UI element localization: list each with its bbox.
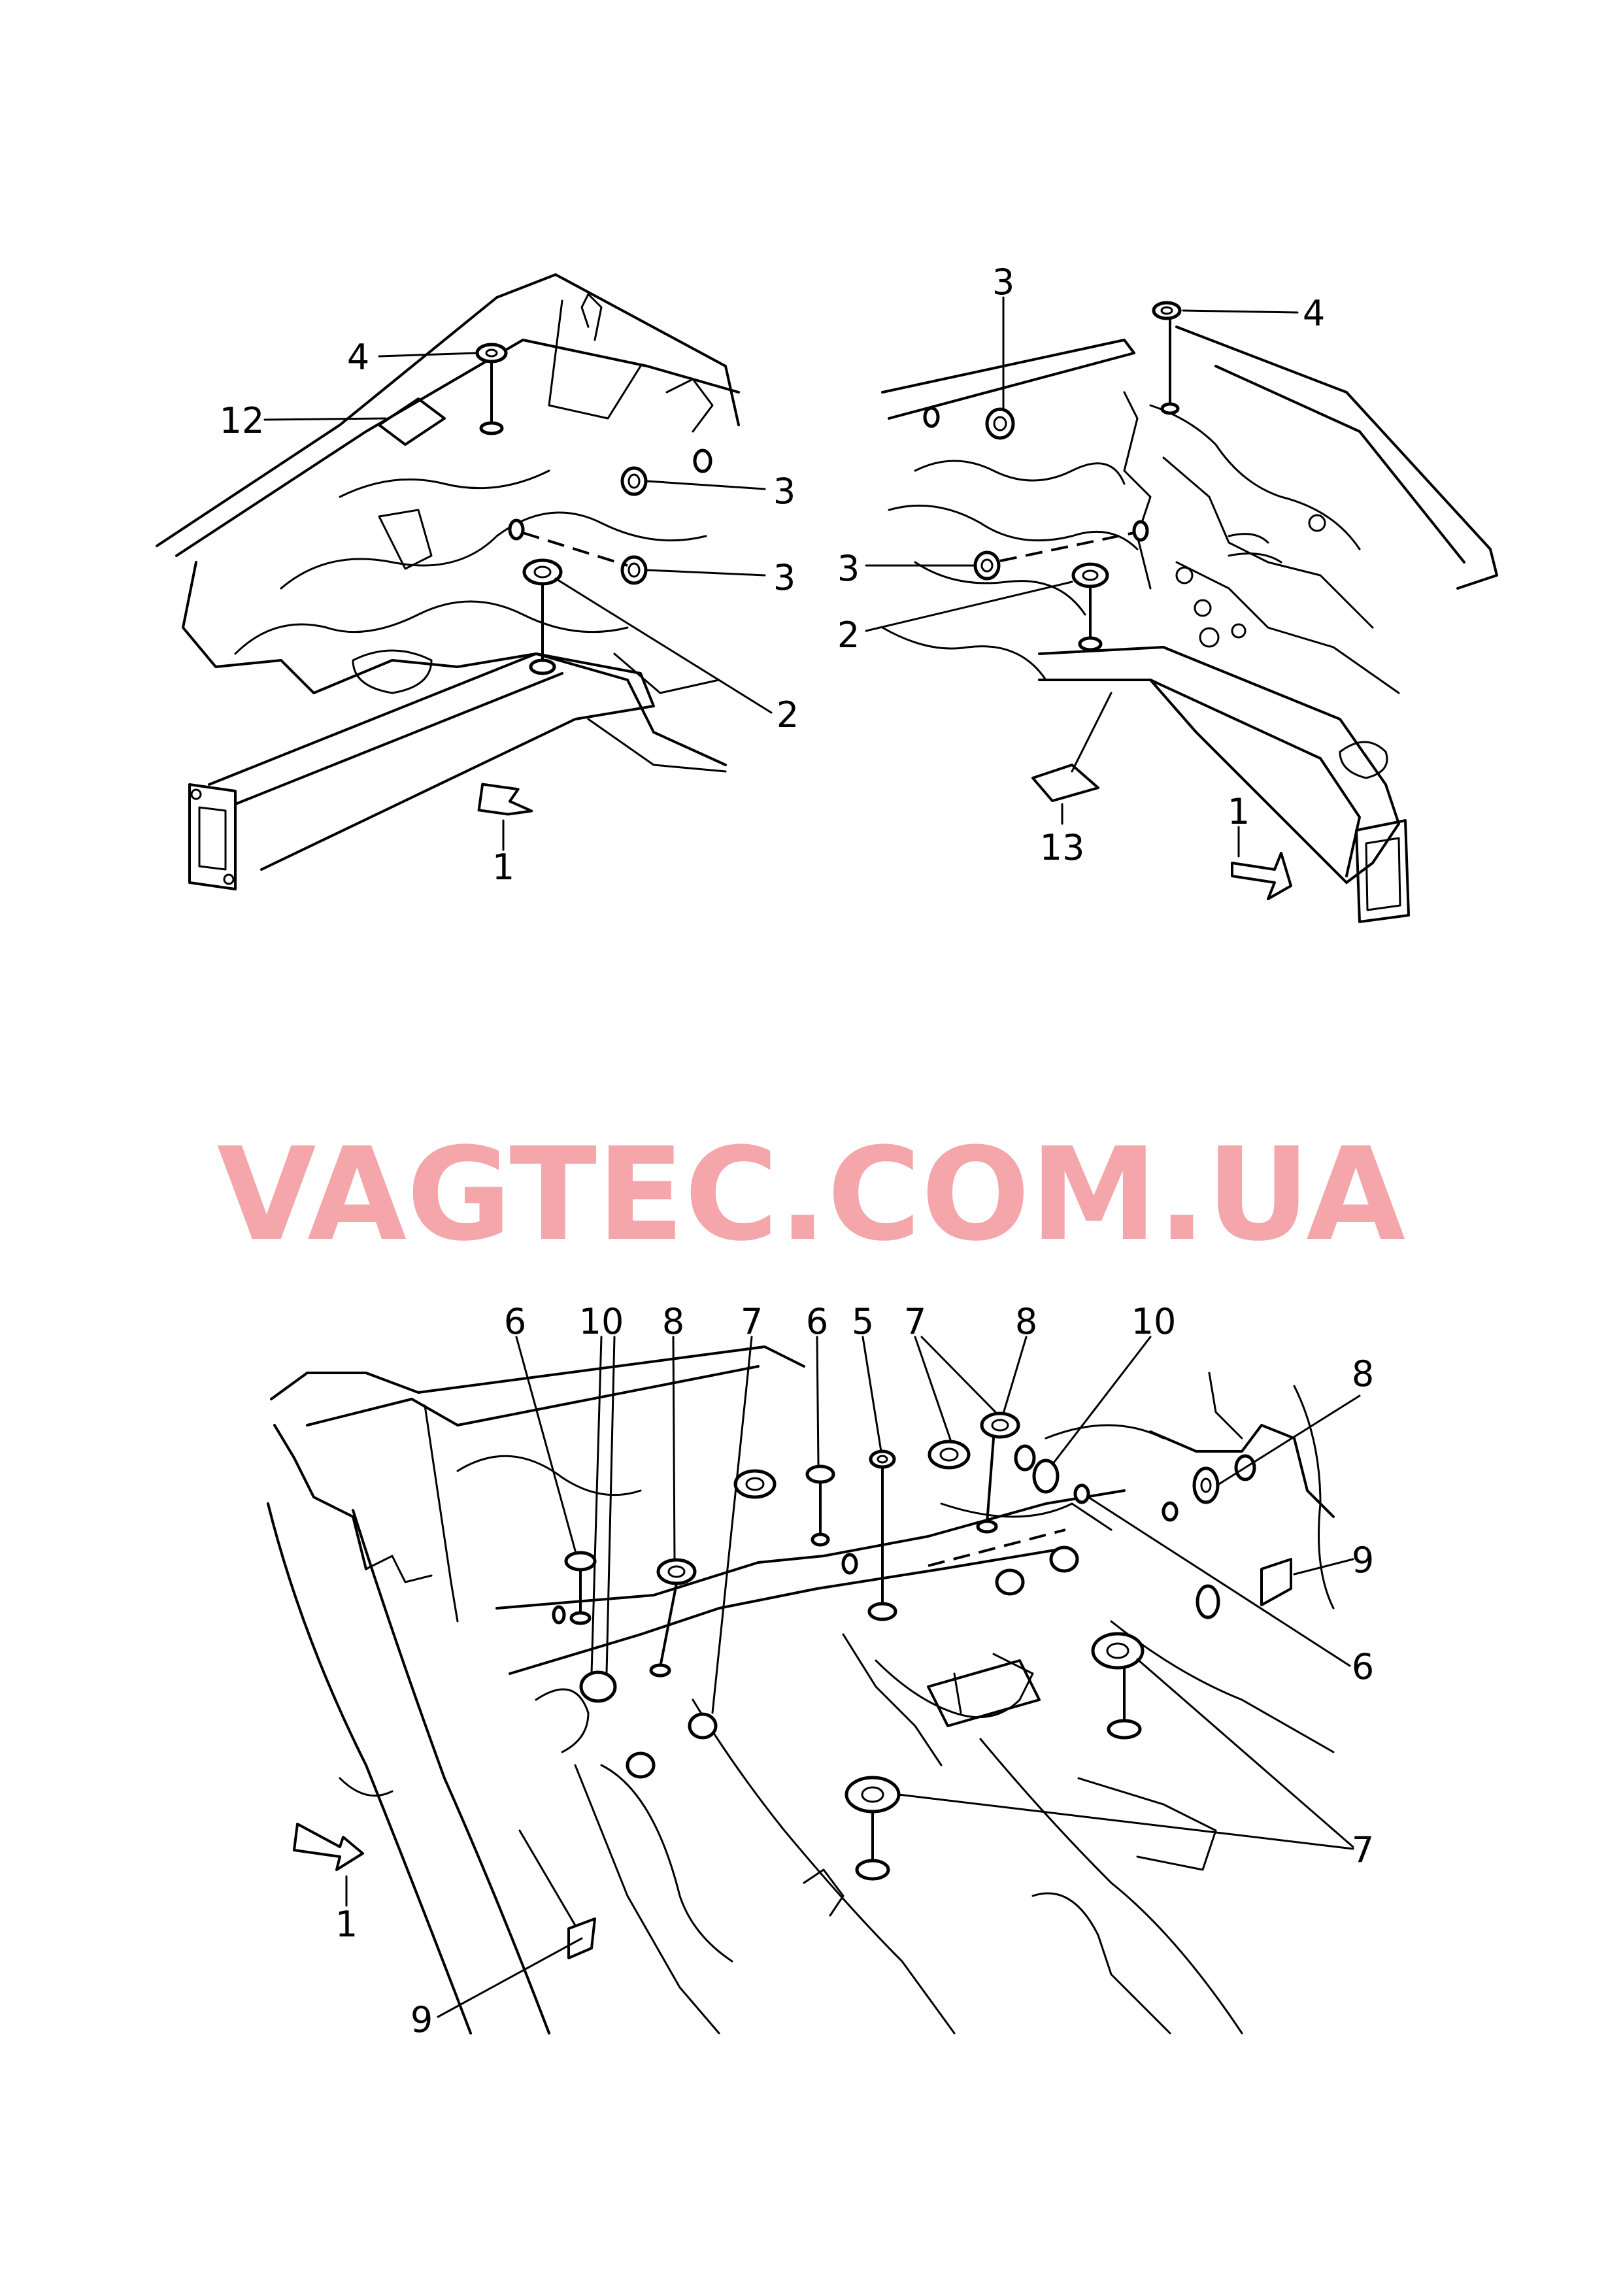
callout-4-top-right: 4 xyxy=(1303,293,1325,334)
callout-2-top-left: 2 xyxy=(777,694,799,735)
callout-6-bottom-b: 6 xyxy=(806,1301,828,1342)
callout-1-bottom: 1 xyxy=(335,1904,358,1945)
callout-1-top-left: 1 xyxy=(492,847,514,888)
watermark-text: VAGTEC.COM.UA xyxy=(217,1121,1405,1270)
callout-12: 12 xyxy=(220,400,265,441)
view-top-left xyxy=(156,273,773,890)
callout-6-bottom-c: 6 xyxy=(1352,1646,1374,1687)
callout-7-bottom-a: 7 xyxy=(741,1301,763,1342)
callout-2-top-right: 2 xyxy=(837,615,860,656)
callout-13: 13 xyxy=(1040,827,1085,868)
callout-3-top-right-a: 3 xyxy=(992,262,1014,303)
callout-8-bottom-a: 8 xyxy=(662,1301,684,1342)
callout-10-bottom-a: 10 xyxy=(579,1301,624,1342)
view-bottom xyxy=(267,1336,1361,2034)
callout-9-bottom-b: 9 xyxy=(410,1999,433,2040)
callout-5: 5 xyxy=(852,1301,874,1342)
callout-9-bottom-a: 9 xyxy=(1352,1540,1374,1581)
callout-8-bottom-b: 8 xyxy=(1015,1301,1037,1342)
callout-labels: 4 12 3 3 2 1 3 4 3 2 13 1 6 10 8 7 6 5 7… xyxy=(220,262,1375,2040)
callout-3-top-right-b: 3 xyxy=(837,548,860,589)
callout-1-top-right: 1 xyxy=(1228,791,1250,832)
callout-7-bottom-b: 7 xyxy=(904,1301,926,1342)
callout-3-top-left-b: 3 xyxy=(773,557,795,598)
callout-8-bottom-c: 8 xyxy=(1352,1353,1374,1394)
callout-7-bottom-c: 7 xyxy=(1352,1829,1374,1870)
callout-3-top-left-a: 3 xyxy=(773,471,795,512)
view-top-right xyxy=(865,296,1498,923)
callout-4-top-left: 4 xyxy=(347,337,369,378)
callout-6-bottom-a: 6 xyxy=(504,1301,526,1342)
callout-10-bottom-b: 10 xyxy=(1131,1301,1177,1342)
